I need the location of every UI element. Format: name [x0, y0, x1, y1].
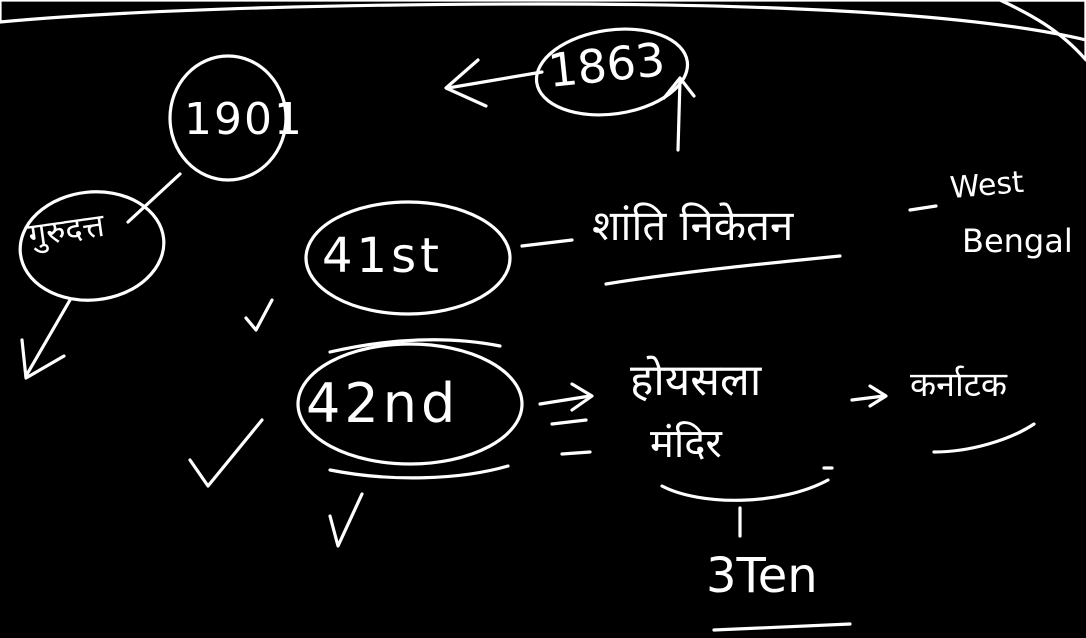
west-text: West	[948, 164, 1026, 207]
karnataka-text: कर्नाटक	[910, 365, 1008, 405]
shantiniketan-text: शांति निकेतन	[592, 201, 794, 250]
year-1901: 1901	[184, 94, 304, 145]
three-ten-text: 3Ten	[706, 548, 818, 604]
ordinal-42nd: 42nd	[306, 372, 460, 435]
ordinal-41st: 41st	[322, 228, 443, 284]
bengal-text: Bengal	[962, 222, 1073, 260]
hoysala-text: होयसला	[630, 355, 762, 406]
mandir-text: मंदिर	[650, 421, 722, 467]
